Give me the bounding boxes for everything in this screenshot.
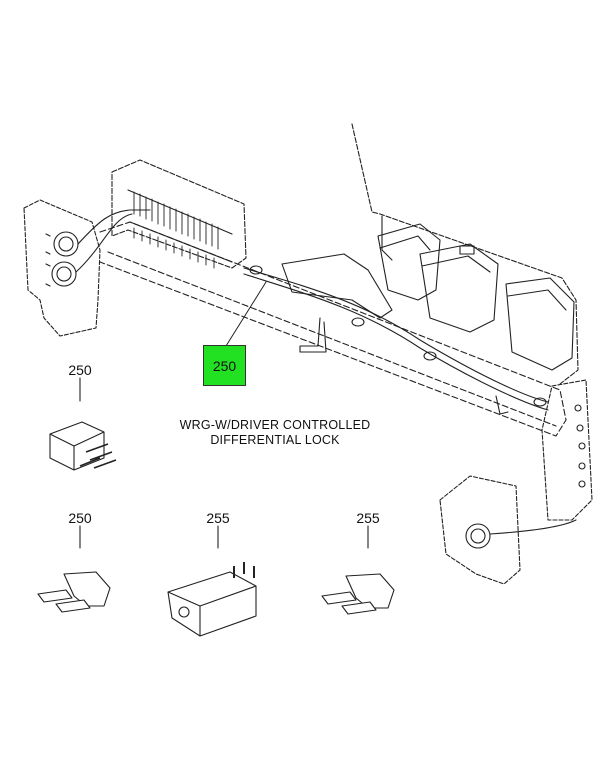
callout-fuse-left[interactable]: 250: [68, 510, 92, 526]
fuse-right-icon: [321, 573, 395, 615]
highlighted-callout[interactable]: 250: [203, 345, 246, 386]
caption-line-2: DIFFERENTIAL LOCK: [210, 433, 340, 447]
dash-beam: [99, 221, 567, 437]
right-pillar: [541, 379, 593, 521]
highlighted-callout-label: 250: [212, 357, 237, 374]
right-panel: [351, 123, 579, 385]
callout-leader: [225, 281, 267, 347]
callout-flasher[interactable]: 255: [206, 510, 230, 526]
diagram-caption: WRG-W/DRIVER CONTROLLED DIFFERENTIAL LOC…: [170, 418, 380, 448]
lower-right-bracket: [439, 475, 521, 585]
flasher-icon: [167, 562, 257, 637]
left-knob-lower: [51, 261, 77, 287]
callout-fuse-right[interactable]: 255: [356, 510, 380, 526]
lower-right-knob: [465, 523, 491, 549]
callout-relay[interactable]: 250: [68, 362, 92, 378]
fuse-block: [111, 159, 247, 269]
storage-bin-right: [505, 277, 575, 371]
fuse-left-icon: [37, 571, 111, 613]
wire-harness: [243, 267, 549, 403]
relay-icon: [49, 421, 117, 471]
left-bracket: [23, 199, 101, 337]
storage-bin-left: [377, 223, 441, 301]
storage-bin-mid: [419, 243, 499, 333]
left-knob-upper: [53, 231, 79, 257]
caption-line-1: WRG-W/DRIVER CONTROLLED: [179, 418, 371, 432]
